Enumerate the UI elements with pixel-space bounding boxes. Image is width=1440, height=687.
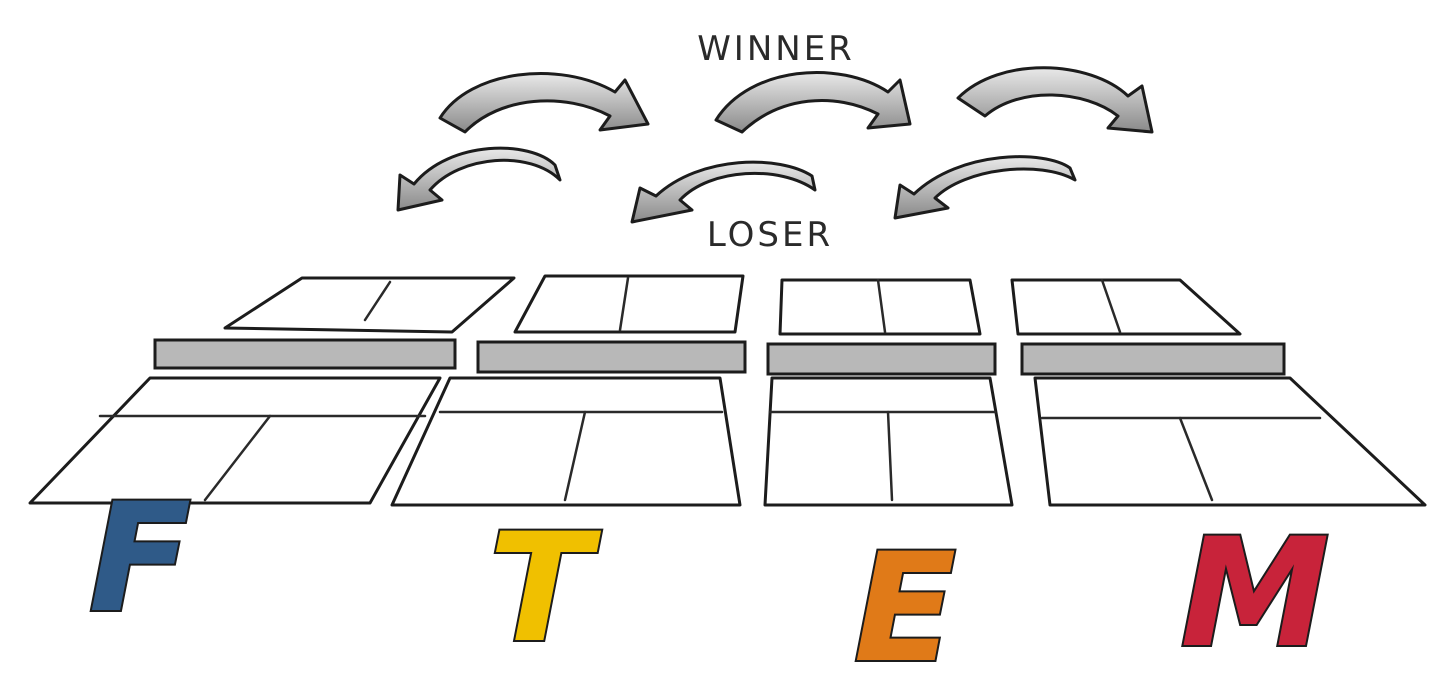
table-e [763,278,1014,507]
table-e-far-half [778,278,982,336]
table-m-far-half [1010,278,1242,336]
loser-arrow-3 [893,155,1077,220]
table-f-far-half [223,276,516,334]
table-m-letter: M [1180,507,1329,681]
table-t-far-half [513,274,745,334]
table-m-near-half [1033,376,1427,507]
table-m-net [1020,342,1286,376]
table-e-net [766,342,997,376]
loser-arrow-1 [396,146,562,212]
table-f-near-half [28,376,442,505]
table-m [1010,278,1427,507]
table-t-net [476,340,747,374]
table-f [28,276,516,505]
table-e-near-half [763,376,1014,507]
table-t-near-half [390,376,742,507]
table-f-letter: F [89,472,191,646]
winner-arrow-1 [438,72,650,134]
winner-arrow-3 [956,66,1154,134]
table-f-net [153,338,457,370]
winner-label: WINNER [697,29,855,69]
loser-arrow-2 [630,160,817,224]
table-t-letter: T [489,502,602,676]
table-t [390,274,747,507]
table-e-letter: E [854,522,956,687]
loser-label: LOSER [707,215,833,255]
winner-arrow-2 [714,70,912,134]
